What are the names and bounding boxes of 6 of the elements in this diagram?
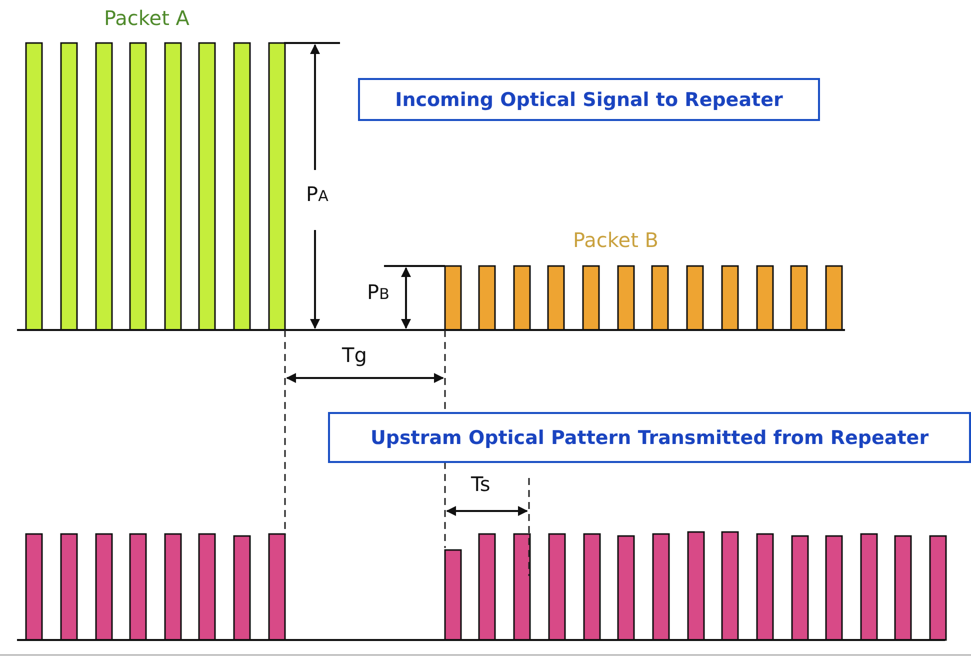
label: Packet B (573, 229, 659, 252)
title-box: Upstram Optical Pattern Transmitted from Repeater (328, 412, 971, 463)
label: Tg (342, 344, 367, 367)
title-box: Incoming Optical Signal to Repeater (358, 78, 820, 121)
label: Packet A (104, 7, 190, 30)
label: Ts (471, 473, 490, 496)
